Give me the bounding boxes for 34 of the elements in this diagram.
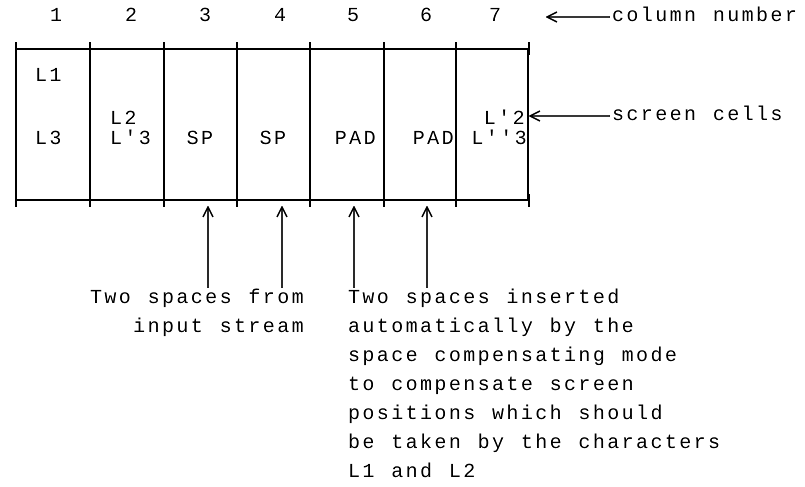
cell-text: L''3 bbox=[471, 128, 529, 152]
screen-cell bbox=[15, 48, 90, 201]
arrow bbox=[348, 206, 360, 288]
callout-text: column number bbox=[612, 5, 800, 29]
arrow bbox=[546, 11, 610, 23]
screen-cell bbox=[309, 48, 384, 201]
column-number: 2 bbox=[125, 5, 140, 29]
arrow bbox=[421, 206, 433, 288]
screen-cell bbox=[163, 48, 237, 201]
column-number: 6 bbox=[420, 5, 434, 29]
arrow bbox=[276, 206, 288, 288]
cell-text: L'3 bbox=[110, 128, 154, 152]
annotation-text: Two spaces inserted automatically by the space compensating mode to compensate screen positions which should be taken by the characters L1 and L2 bbox=[348, 284, 768, 487]
cell-text: SP bbox=[186, 128, 216, 152]
cell-text: L'2 bbox=[484, 108, 527, 131]
arrow bbox=[529, 110, 610, 122]
callout-text: screen cells bbox=[612, 104, 785, 128]
cell-text: L3 bbox=[35, 128, 64, 152]
column-number: 1 bbox=[50, 5, 64, 29]
column-number: 7 bbox=[489, 5, 504, 29]
cell-text: SP bbox=[258, 128, 290, 152]
screen-cell bbox=[236, 48, 310, 201]
column-number: 4 bbox=[274, 5, 288, 29]
screen-cell bbox=[383, 48, 456, 201]
arrow bbox=[202, 206, 214, 288]
screen-cell bbox=[89, 48, 164, 201]
cell-text: L2 bbox=[110, 108, 139, 131]
column-number: 3 bbox=[199, 5, 214, 29]
column-number: 5 bbox=[347, 5, 362, 29]
cell-text: PAD bbox=[412, 128, 456, 152]
screen-cell bbox=[455, 48, 529, 201]
cell-text: L1 bbox=[35, 65, 64, 89]
cell-text: PAD bbox=[334, 128, 378, 152]
annotation-text: Two spaces from input stream bbox=[66, 284, 306, 342]
